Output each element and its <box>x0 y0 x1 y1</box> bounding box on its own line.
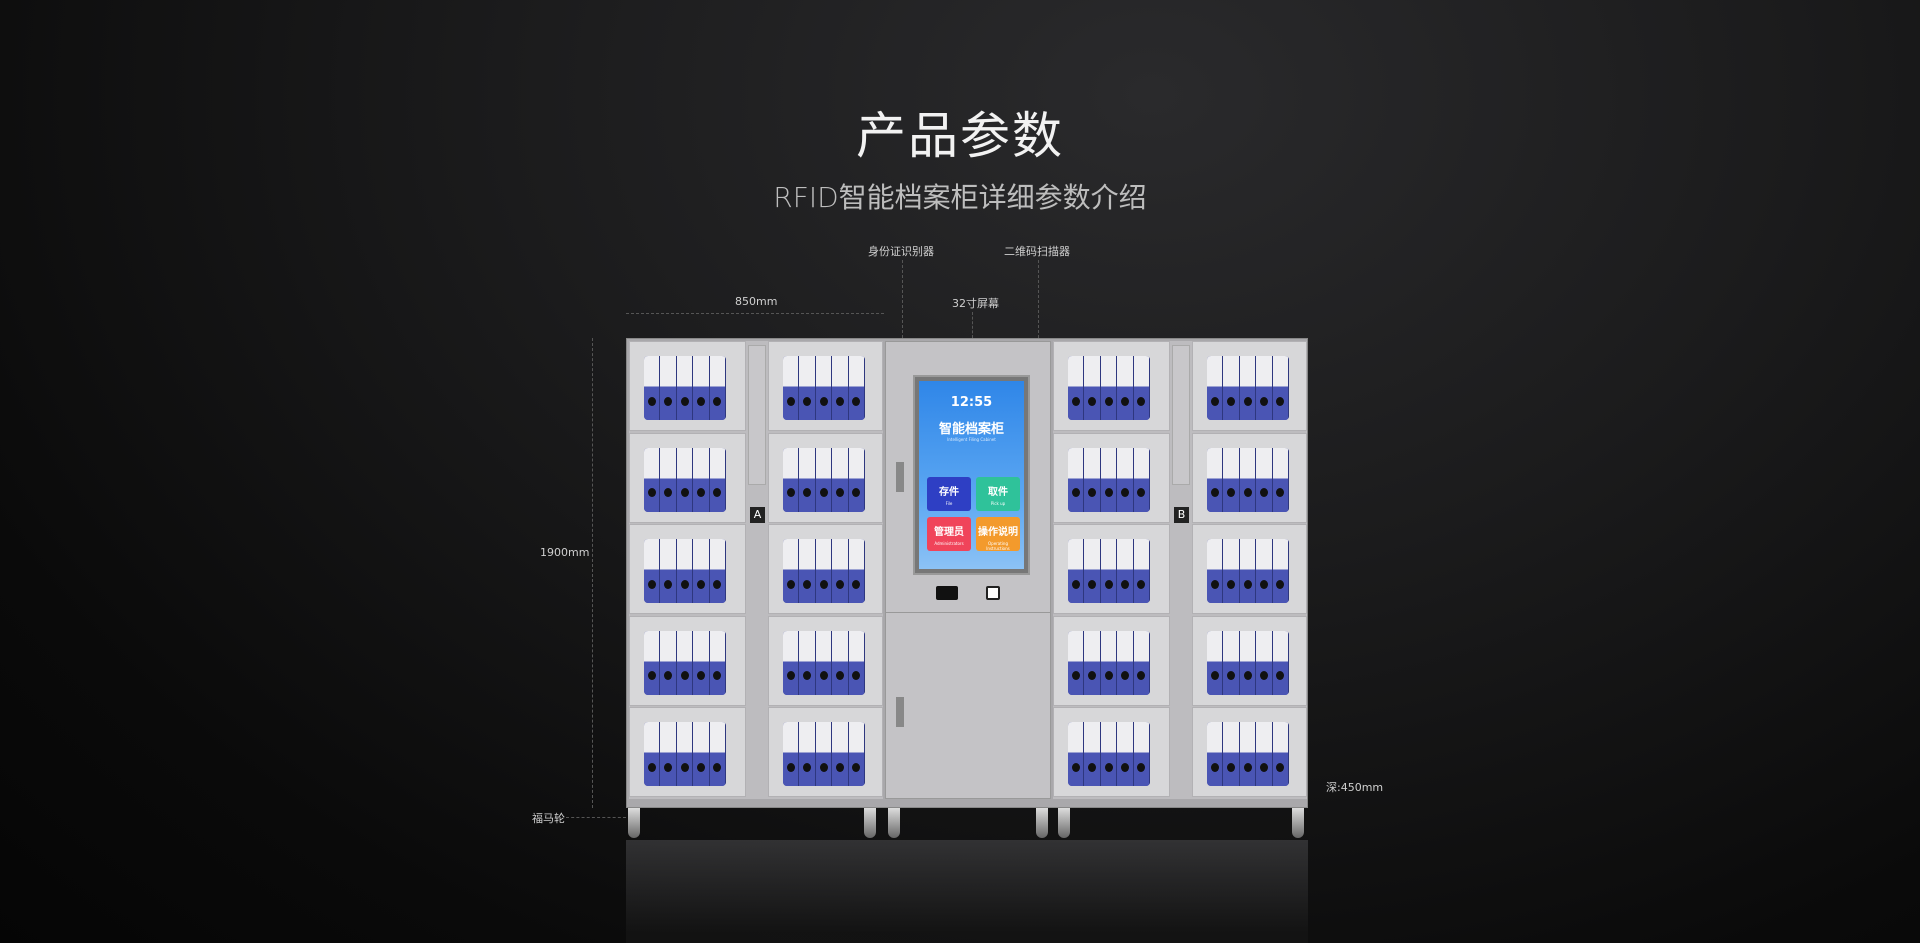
page-subtitle: RFID智能档案柜详细参数介绍 <box>773 181 1147 214</box>
caster-wheel <box>888 808 900 838</box>
locker-compartment[interactable] <box>629 615 746 706</box>
qr-scanner-label: 二维码扫描器 <box>1004 245 1070 258</box>
file-binders <box>1068 539 1150 603</box>
file-binders <box>1068 356 1150 420</box>
locker-compartment[interactable] <box>1053 432 1170 523</box>
file-binders <box>1207 630 1289 695</box>
screen-time: 12:55 <box>950 395 993 410</box>
door-handle[interactable] <box>896 697 904 727</box>
page-title: 产品参数 <box>856 107 1064 165</box>
screen-size-label: 32寸屏幕 <box>952 297 999 310</box>
file-binders <box>783 630 865 695</box>
locker-compartment[interactable] <box>629 432 746 523</box>
file-binders <box>783 356 865 420</box>
screen-button[interactable]: 操作说明 Operating Instructions <box>976 517 1020 551</box>
id-reader-label: 身份证识别器 <box>868 245 934 258</box>
locker-compartment[interactable] <box>629 341 746 431</box>
floor-reflection <box>626 840 1308 943</box>
screen-button-sub: Operating Instructions <box>986 541 1010 551</box>
caster-wheel <box>628 808 640 838</box>
depth-label: 深:450mm <box>1326 781 1384 794</box>
locker-compartment[interactable] <box>768 615 883 706</box>
screen-button-label: 存件 <box>939 487 959 498</box>
screen-button-sub: Administrators <box>934 541 964 546</box>
file-binders <box>1207 356 1289 420</box>
indicator-strip <box>748 345 766 485</box>
locker-compartment[interactable] <box>768 341 883 431</box>
screen-button-label: 管理员 <box>934 527 964 538</box>
file-binders <box>1068 447 1150 512</box>
file-binders <box>1207 722 1289 786</box>
file-binders <box>644 630 726 695</box>
locker-compartment[interactable] <box>1192 341 1307 431</box>
locker-compartment[interactable] <box>1053 524 1170 614</box>
locker-compartment[interactable] <box>629 707 746 797</box>
locker-compartment[interactable] <box>1192 432 1307 523</box>
screen-button-label: 取件 <box>988 487 1008 498</box>
width-label: 850mm <box>735 295 778 308</box>
caster-wheel <box>1036 808 1048 838</box>
right-locker-section: B <box>1053 341 1307 799</box>
center-console: 12:55 智能档案柜 Intelligent Filing Cabinet 存… <box>885 341 1051 799</box>
file-binders <box>1207 539 1289 603</box>
caster-wheel <box>1058 808 1070 838</box>
rfid-cabinet: A 12:55 智能档案柜 Intelligent Filing Cabinet… <box>626 338 1308 808</box>
file-binders <box>783 722 865 786</box>
file-binders <box>783 447 865 512</box>
screen-button-sub: File <box>945 501 953 506</box>
caster-wheel <box>864 808 876 838</box>
file-binders <box>644 722 726 786</box>
height-label: 1900mm <box>540 546 590 559</box>
casters-label: 福马轮 <box>532 812 565 825</box>
locker-compartment[interactable] <box>768 524 883 614</box>
section-letter: A <box>750 507 765 523</box>
locker-compartment[interactable] <box>768 432 883 523</box>
file-binders <box>1207 447 1289 512</box>
screen-button[interactable]: 取件 Pick up <box>976 477 1020 511</box>
file-binders <box>1068 630 1150 695</box>
locker-compartment[interactable] <box>629 524 746 614</box>
screen-button-label: 操作说明 <box>978 527 1018 538</box>
locker-compartment[interactable] <box>1192 524 1307 614</box>
locker-compartment[interactable] <box>1192 707 1307 797</box>
door-handle[interactable] <box>896 462 904 492</box>
locker-compartment[interactable] <box>1053 707 1170 797</box>
screen-button-sub: Pick up <box>990 501 1006 506</box>
file-binders <box>644 539 726 603</box>
touch-screen[interactable]: 12:55 智能档案柜 Intelligent Filing Cabinet 存… <box>913 375 1030 575</box>
locker-compartment[interactable] <box>1192 615 1307 706</box>
file-binders <box>783 539 865 603</box>
locker-compartment[interactable] <box>1053 615 1170 706</box>
file-binders <box>1068 722 1150 786</box>
id-card-reader[interactable] <box>936 586 958 600</box>
qr-scanner[interactable] <box>986 586 1000 600</box>
locker-compartment[interactable] <box>1053 341 1170 431</box>
screen-button[interactable]: 存件 File <box>927 477 971 511</box>
screen-title: 智能档案柜 <box>938 422 1004 437</box>
screen-subtitle: Intelligent Filing Cabinet <box>947 437 996 442</box>
file-binders <box>644 356 726 420</box>
screen-button[interactable]: 管理员 Administrators <box>927 517 971 551</box>
left-locker-section: A <box>629 341 883 799</box>
file-binders <box>644 447 726 512</box>
indicator-strip <box>1172 345 1190 485</box>
caster-wheel <box>1292 808 1304 838</box>
section-letter: B <box>1174 507 1189 523</box>
locker-compartment[interactable] <box>768 707 883 797</box>
